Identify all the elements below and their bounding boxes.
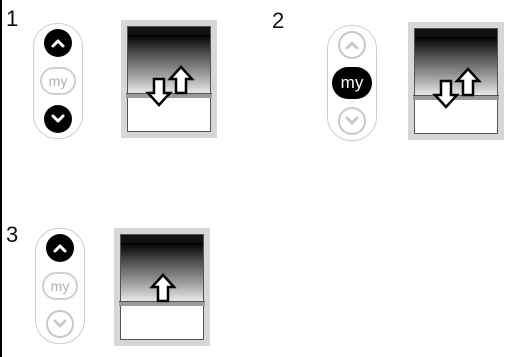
chevron-down-icon (53, 319, 67, 329)
window-frame (414, 28, 498, 134)
chevron-down-icon (51, 114, 65, 124)
down-button[interactable] (46, 310, 74, 338)
up-button[interactable] (338, 31, 366, 59)
arrow-up-outline-icon (170, 67, 192, 93)
remote-control: my (33, 23, 83, 139)
my-button[interactable]: my (40, 67, 76, 95)
window-frame (120, 234, 204, 340)
up-button[interactable] (46, 234, 74, 262)
chevron-up-icon (51, 38, 65, 48)
chevron-down-icon (345, 116, 359, 126)
movement-arrows (121, 235, 205, 341)
arrow-up-outline-icon (457, 69, 479, 95)
movement-arrows (128, 27, 212, 133)
my-button-label: my (49, 74, 68, 88)
my-button-label: my (51, 279, 70, 293)
roller-blind (408, 22, 504, 140)
step-number: 1 (6, 8, 18, 30)
my-button[interactable]: my (332, 67, 372, 99)
step-number: 3 (6, 224, 18, 246)
remote-control: my (35, 228, 85, 344)
down-button[interactable] (44, 105, 72, 133)
my-button[interactable]: my (42, 272, 78, 300)
movement-arrows (415, 29, 499, 135)
page-left-border (0, 0, 2, 357)
roller-blind (121, 20, 217, 138)
step-number: 2 (272, 10, 284, 32)
chevron-up-icon (53, 243, 67, 253)
my-button-label: my (341, 76, 364, 90)
roller-blind (114, 228, 210, 346)
arrow-down-outline-icon (148, 79, 170, 105)
down-button[interactable] (338, 107, 366, 135)
remote-control: my (327, 25, 377, 141)
arrow-up-outline-icon (152, 275, 174, 301)
up-button[interactable] (44, 29, 72, 57)
window-frame (127, 26, 211, 132)
chevron-up-icon (345, 40, 359, 50)
arrow-down-outline-icon (435, 81, 457, 107)
